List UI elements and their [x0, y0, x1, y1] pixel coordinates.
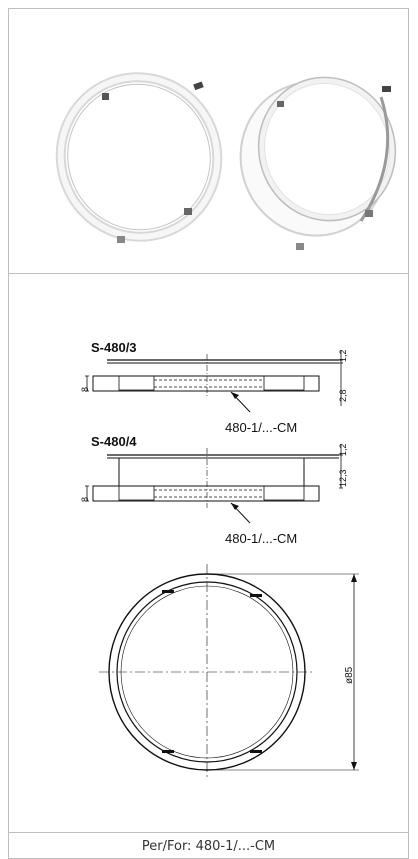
- variant-label: S-480/3: [91, 340, 137, 355]
- technical-sheet: S-480/3 8 1,2 2,8 480-1/...-CM S-480/4: [8, 8, 409, 859]
- part-callout: 480-1/...-CM: [225, 531, 298, 546]
- section-drawing-variant-2: [85, 444, 343, 524]
- panel-divider-top: [9, 273, 408, 274]
- ring-band: [239, 76, 397, 250]
- top-view-drawing: [99, 564, 359, 780]
- footer-compatibility-note: Per/For: 480-1/...-CM: [141, 838, 276, 854]
- part-callout: 480-1/...-CM: [225, 420, 298, 435]
- technical-drawing-panel: S-480/3 8 1,2 2,8 480-1/...-CM S-480/4: [9, 274, 408, 780]
- dim-diameter: ø85: [344, 666, 355, 684]
- product-photo-panel: [9, 9, 408, 273]
- ring-thin: [55, 72, 223, 243]
- section-drawing-variant-1: [85, 350, 343, 413]
- variant-label: S-480/4: [91, 434, 137, 449]
- panel-divider-bottom: [9, 832, 408, 833]
- product-rings-illustration: [55, 72, 397, 250]
